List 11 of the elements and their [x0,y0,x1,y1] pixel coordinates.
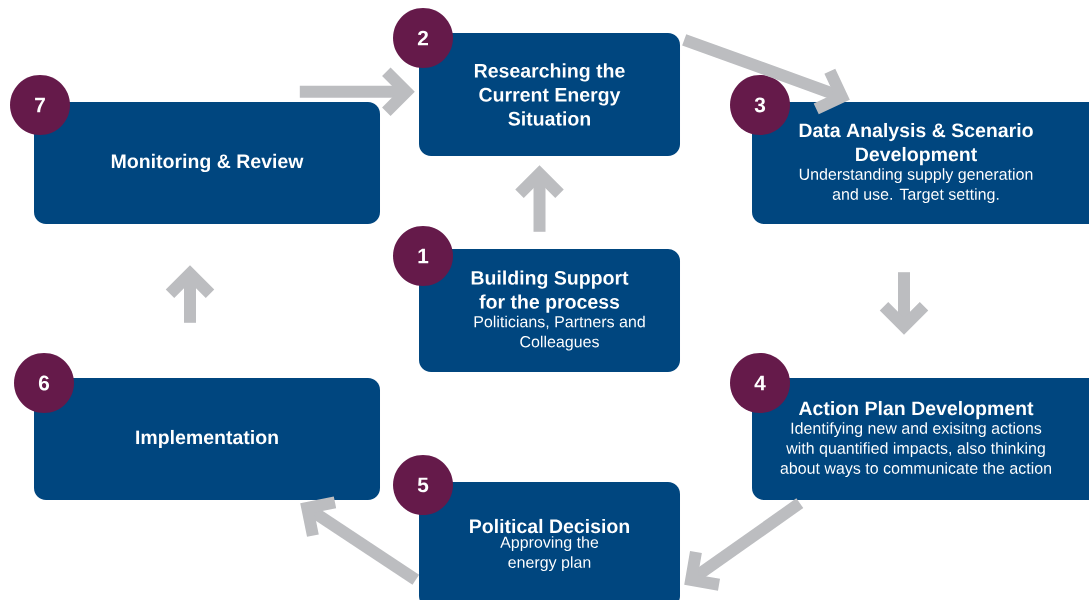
step-number-badge: 5 [393,455,453,515]
arrow [684,498,804,591]
step-number-badge: 2 [393,8,453,68]
step-number-badge: 3 [730,75,790,135]
step-number-badge: 6 [14,353,74,413]
arrow [682,34,850,115]
arrow [300,496,420,585]
arrow [299,67,415,117]
step-number-badge: 1 [393,226,453,286]
step-number-badge: 7 [10,75,70,135]
step-number-badge: 4 [730,353,790,413]
